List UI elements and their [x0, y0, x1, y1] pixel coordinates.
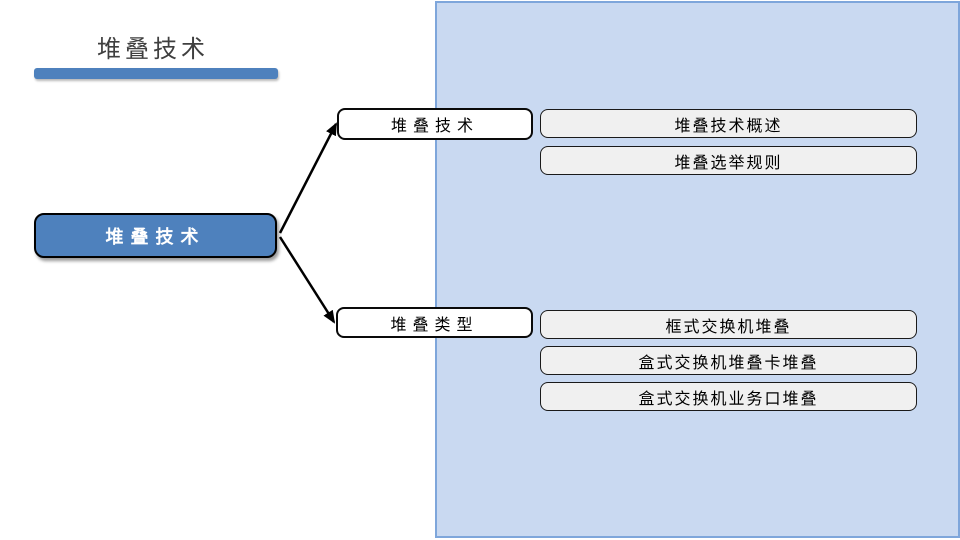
leaf-node-box-switch-service-port-stacking: 盒式交换机业务口堆叠	[540, 382, 917, 411]
title-underline-bar	[34, 68, 278, 79]
connector-bottom-branch	[278, 236, 336, 324]
leaf-node-label: 堆叠技术概述	[674, 117, 783, 135]
leaf-node-label: 框式交换机堆叠	[665, 318, 792, 336]
leaf-node-box-switch-stack-card-stacking: 盒式交换机堆叠卡堆叠	[540, 346, 917, 375]
leaf-node-label: 盒式交换机业务口堆叠	[638, 390, 819, 408]
leaf-node-stacking-election-rules: 堆叠选举规则	[540, 146, 917, 175]
root-node: 堆叠技术	[34, 213, 277, 258]
content-panel-background	[435, 1, 960, 538]
leaf-node-label: 盒式交换机堆叠卡堆叠	[638, 354, 819, 372]
slide-title: 堆叠技术	[97, 36, 209, 63]
branch-node-label: 堆叠类型	[390, 316, 479, 334]
root-node-label: 堆叠技术	[105, 226, 206, 247]
leaf-node-chassis-switch-stacking: 框式交换机堆叠	[540, 310, 917, 339]
leaf-node-stacking-overview: 堆叠技术概述	[540, 109, 917, 138]
branch-node-stacking-types: 堆叠类型	[336, 307, 533, 338]
branch-node-stacking-technology: 堆叠技术	[337, 108, 533, 140]
connector-top-branch	[278, 122, 338, 234]
branch-node-label: 堆叠技术	[390, 118, 479, 135]
leaf-node-label: 堆叠选举规则	[674, 154, 783, 172]
